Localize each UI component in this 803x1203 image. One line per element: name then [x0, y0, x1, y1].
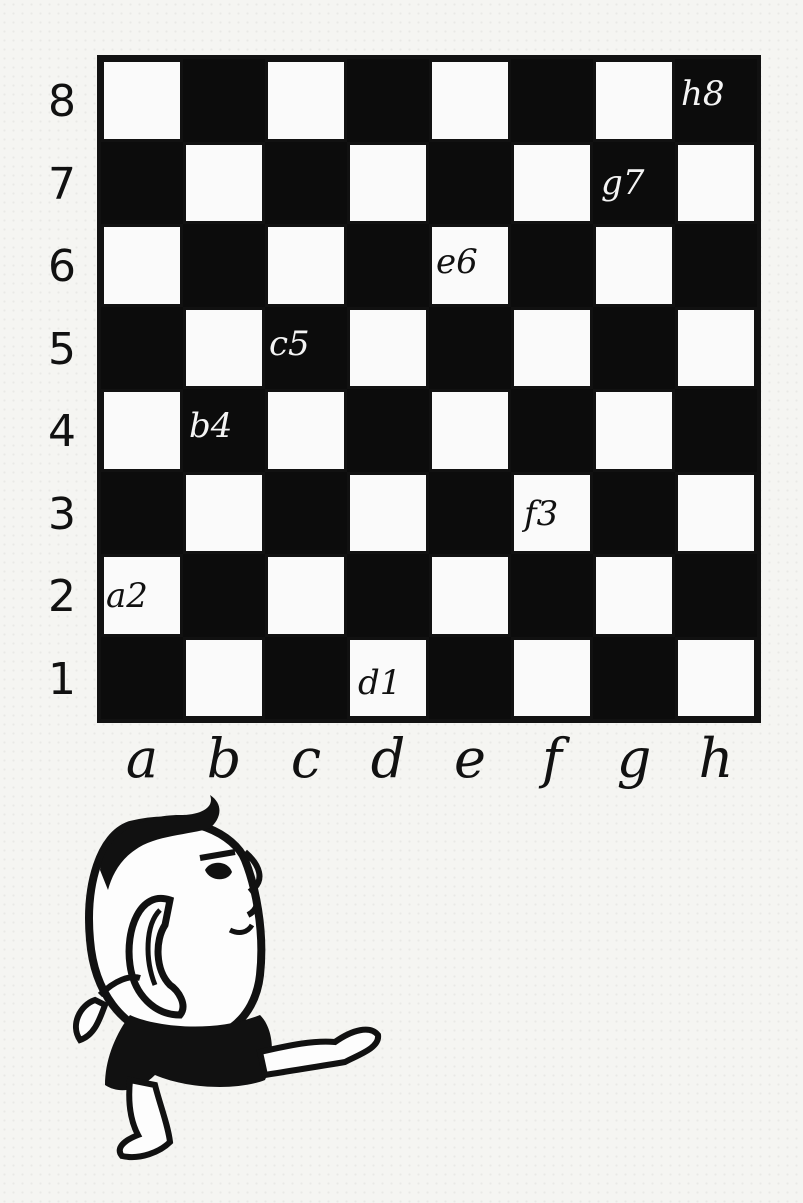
square-d1: d1: [347, 637, 429, 720]
square-g4: [593, 389, 675, 472]
square-label-g7: g7: [601, 166, 644, 200]
file-label-h: h: [675, 732, 757, 786]
square-e3: [429, 472, 511, 555]
square-h2: [675, 554, 757, 637]
square-b3: [183, 472, 265, 555]
square-d8: [347, 59, 429, 142]
rank-label-7: 7: [40, 163, 84, 207]
square-g1: [593, 637, 675, 720]
square-label-f3: f3: [524, 497, 558, 531]
cartoon-character-illustration: [60, 790, 400, 1170]
square-label-c5: c5: [269, 327, 310, 361]
square-c1: [265, 637, 347, 720]
square-d3: [347, 472, 429, 555]
square-d4: [347, 389, 429, 472]
file-label-c: c: [265, 732, 347, 786]
square-d2: [347, 554, 429, 637]
square-b5: [183, 307, 265, 390]
square-e1: [429, 637, 511, 720]
square-f8: [511, 59, 593, 142]
square-label-a2: a2: [106, 579, 148, 613]
square-a6: [101, 224, 183, 307]
square-a5: [101, 307, 183, 390]
square-e5: [429, 307, 511, 390]
character-leg-back: [120, 1080, 170, 1157]
square-g7: g7: [593, 142, 675, 225]
square-label-h8: h8: [681, 77, 725, 111]
square-label-d1: d1: [358, 666, 401, 700]
square-label-e6: e6: [436, 245, 478, 279]
square-c4: [265, 389, 347, 472]
square-e8: [429, 59, 511, 142]
square-e6: e6: [429, 224, 511, 307]
square-b1: [183, 637, 265, 720]
square-c2: [265, 554, 347, 637]
square-e2: [429, 554, 511, 637]
square-e4: [429, 389, 511, 472]
rank-label-3: 3: [40, 493, 84, 537]
square-h3: [675, 472, 757, 555]
square-c3: [265, 472, 347, 555]
square-h6: [675, 224, 757, 307]
square-f3: f3: [511, 472, 593, 555]
square-label-b4: b4: [189, 409, 232, 443]
square-c7: [265, 142, 347, 225]
rank-label-2: 2: [40, 575, 84, 619]
file-label-b: b: [183, 732, 265, 786]
square-f4: [511, 389, 593, 472]
square-c8: [265, 59, 347, 142]
square-c6: [265, 224, 347, 307]
square-h7: [675, 142, 757, 225]
file-label-a: a: [101, 732, 183, 786]
square-a2: a2: [101, 554, 183, 637]
chessboard: h8 g7 e6 c5 b4 f3 a2 d1: [97, 55, 761, 723]
square-g2: [593, 554, 675, 637]
rank-label-1: 1: [40, 658, 84, 702]
square-b6: [183, 224, 265, 307]
rank-label-8: 8: [40, 80, 84, 124]
file-label-f: f: [511, 732, 593, 786]
square-g3: [593, 472, 675, 555]
square-h4: [675, 389, 757, 472]
square-d6: [347, 224, 429, 307]
square-g6: [593, 224, 675, 307]
file-label-g: g: [593, 732, 675, 786]
square-b7: [183, 142, 265, 225]
square-a3: [101, 472, 183, 555]
rank-label-4: 4: [40, 410, 84, 454]
character-leg-front: [260, 1030, 378, 1075]
rank-label-5: 5: [40, 328, 84, 372]
square-g5: [593, 307, 675, 390]
square-b8: [183, 59, 265, 142]
rank-label-6: 6: [40, 245, 84, 289]
file-label-e: e: [429, 732, 511, 786]
square-a7: [101, 142, 183, 225]
square-b4: b4: [183, 389, 265, 472]
square-d5: [347, 307, 429, 390]
square-g8: [593, 59, 675, 142]
square-f5: [511, 307, 593, 390]
square-f2: [511, 554, 593, 637]
square-h1: [675, 637, 757, 720]
file-label-d: d: [347, 732, 429, 786]
square-f1: [511, 637, 593, 720]
square-h5: [675, 307, 757, 390]
square-f6: [511, 224, 593, 307]
square-b2: [183, 554, 265, 637]
square-e7: [429, 142, 511, 225]
square-c5: c5: [265, 307, 347, 390]
square-a4: [101, 389, 183, 472]
square-f7: [511, 142, 593, 225]
square-d7: [347, 142, 429, 225]
square-h8: h8: [675, 59, 757, 142]
square-a1: [101, 637, 183, 720]
square-a8: [101, 59, 183, 142]
